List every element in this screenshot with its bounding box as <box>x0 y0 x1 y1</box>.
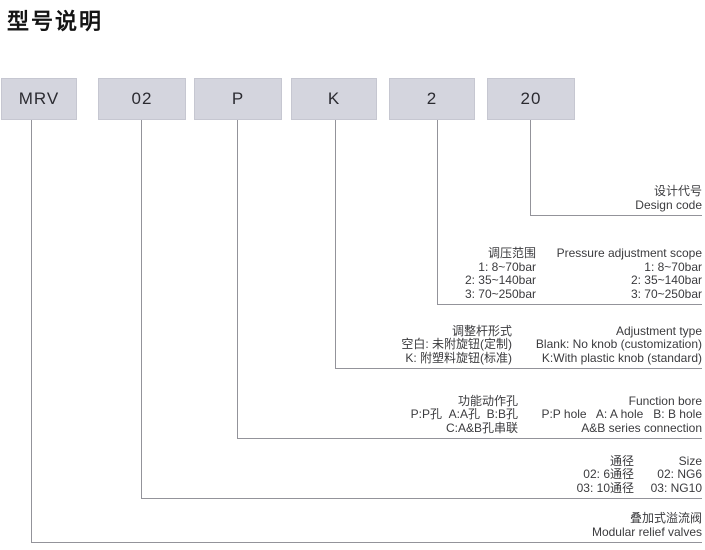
model-box-function-bore: P <box>194 78 282 120</box>
model-box-size-label: 02 <box>131 89 153 108</box>
pressure-scope-option-2-cn: 2: 35~140bar <box>464 273 536 287</box>
connector-vline-adjustment-type <box>335 120 336 368</box>
size-option-03-en: 03: NG10 <box>650 480 702 495</box>
adjustment-type-option-k-cn: K: 附塑料旋钮(标准) <box>405 350 512 365</box>
section-pressure-scope: 调压范围 Pressure adjustment scope 1: 8~70ba… <box>464 246 702 301</box>
connector-vline-mrv <box>31 120 32 542</box>
pressure-scope-title-en: Pressure adjustment scope <box>556 246 702 260</box>
product-name-cn: 叠加式溢流阀 <box>629 511 702 525</box>
model-box-design-code-label: 20 <box>520 89 542 108</box>
connector-vline-function-bore <box>237 120 238 438</box>
design-code-label-cn: 设计代号 <box>653 184 702 198</box>
connector-hline-size <box>141 498 702 499</box>
model-box-size: 02 <box>98 78 186 120</box>
model-box-design-code: 20 <box>487 78 575 120</box>
adjustment-type-option-blank-cn: 空白: 未附旋钮(定制) <box>401 337 512 351</box>
model-box-pressure-scope: 2 <box>389 78 475 120</box>
product-name-en: Modular relief valves <box>591 524 702 539</box>
adjustment-type-title-en: Adjustment type <box>615 323 702 338</box>
connector-hline-design-code <box>530 215 702 216</box>
model-box-mrv-label: MRV <box>18 89 60 108</box>
model-box-mrv: MRV <box>1 78 77 120</box>
model-box-adjustment-type-label: K <box>327 89 341 108</box>
connector-vline-design-code <box>530 120 531 215</box>
model-box-pressure-scope-label: 2 <box>426 89 438 108</box>
section-design-code: 设计代号 Design code <box>635 184 702 212</box>
connector-hline-product-name <box>31 542 702 543</box>
connector-hline-function-bore <box>237 438 702 439</box>
adjustment-type-option-k-en: K:With plastic knob (standard) <box>541 350 702 365</box>
pressure-scope-option-1-cn: 1: 8~70bar <box>478 259 536 274</box>
connector-vline-size <box>141 120 142 498</box>
function-bore-title-cn: 功能动作孔 <box>457 393 518 408</box>
size-option-02-en: 02: NG6 <box>657 467 702 481</box>
design-code-label-en: Design code <box>635 197 702 212</box>
connector-hline-adjustment-type <box>335 368 702 369</box>
pressure-scope-option-2-en: 2: 35~140bar <box>630 273 702 287</box>
size-title-en: Size <box>678 453 702 468</box>
section-size: 通径 Size 02: 6通径 02: NG6 03: 10通径 03: NG1… <box>576 453 702 496</box>
page-title: 型号说明 <box>7 9 104 34</box>
section-product-name: 叠加式溢流阀 Modular relief valves <box>591 511 702 539</box>
function-bore-option-c-cn: C:A&B孔串联 <box>445 420 518 435</box>
connector-hline-pressure-scope <box>437 304 702 305</box>
pressure-scope-title-cn: 调压范围 <box>487 246 536 260</box>
function-bore-options-pab-en: P:P hole A: A hole B: B hole <box>541 407 702 421</box>
function-bore-title-en: Function bore <box>628 393 702 408</box>
pressure-scope-option-3-cn: 3: 70~250bar <box>464 286 536 301</box>
size-title-cn: 通径 <box>609 453 634 468</box>
pressure-scope-option-1-en: 1: 8~70bar <box>644 259 702 274</box>
pressure-scope-option-3-en: 3: 70~250bar <box>630 286 702 301</box>
model-box-adjustment-type: K <box>291 78 377 120</box>
section-function-bore: 功能动作孔 Function bore P:P孔 A:A孔 B:B孔 P:P h… <box>410 393 702 436</box>
section-adjustment-type: 调整杆形式 Adjustment type 空白: 未附旋钮(定制) Blank… <box>401 323 702 366</box>
size-option-03-cn: 03: 10通径 <box>576 480 634 495</box>
adjustment-type-option-blank-en: Blank: No knob (customization) <box>535 337 702 351</box>
adjustment-type-title-cn: 调整杆形式 <box>451 323 512 338</box>
function-bore-options-pab-cn: P:P孔 A:A孔 B:B孔 <box>410 407 518 421</box>
connector-vline-pressure-scope <box>437 120 438 304</box>
size-option-02-cn: 02: 6通径 <box>583 467 634 481</box>
model-box-function-bore-label: P <box>231 89 245 108</box>
function-bore-option-c-en: A&B series connection <box>581 420 702 435</box>
